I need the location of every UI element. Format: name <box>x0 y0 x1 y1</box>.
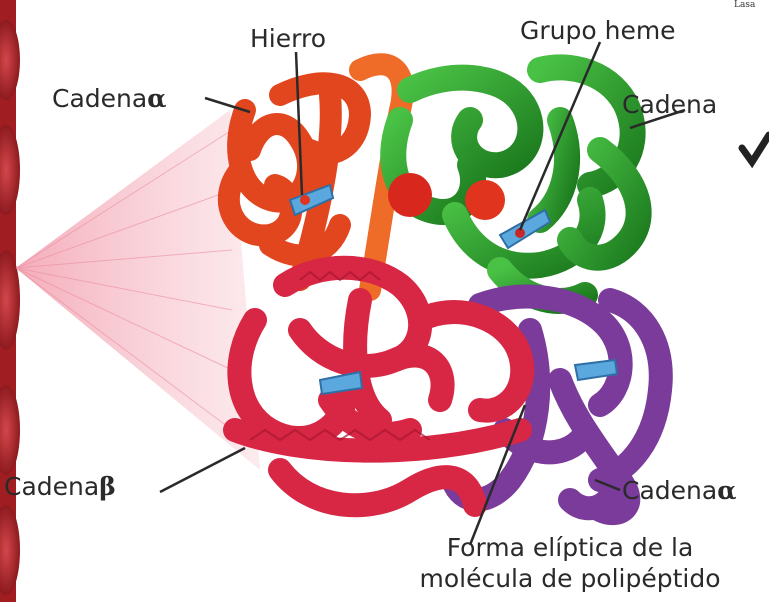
red-pocket-b <box>465 180 505 220</box>
label-cadena-alpha-bottom-text: Cadena <box>622 476 717 505</box>
label-cadena-alpha-top: Cadenaα <box>52 86 166 111</box>
pink-beam <box>16 110 260 470</box>
iron-atom <box>300 195 310 205</box>
dark-stroke <box>742 135 769 162</box>
label-cadena-beta-text: Cadena <box>4 472 99 501</box>
label-hierro: Hierro <box>250 26 326 51</box>
corner-text: Lasa <box>734 0 755 10</box>
label-cadena-right-top: Cadena <box>622 92 717 117</box>
red-blood-cells-background <box>0 0 20 602</box>
caption-line-2: molécula de polipéptido <box>380 563 760 594</box>
label-forma-eliptica: Forma elíptica de la molécula de polipép… <box>380 532 760 594</box>
red-pocket-a <box>388 173 432 217</box>
label-alpha-greek-top: α <box>147 84 166 113</box>
label-cadena-beta: Cadenaβ <box>4 474 116 499</box>
label-cadena-alpha-bottom: Cadenaα <box>622 478 736 503</box>
label-beta-greek: β <box>99 472 116 501</box>
alpha-chain-top <box>229 64 403 290</box>
label-alpha-greek-bottom: α <box>717 476 736 505</box>
label-grupo-heme: Grupo heme <box>520 18 676 43</box>
green-chain <box>393 67 638 301</box>
caption-line-1: Forma elíptica de la <box>380 532 760 563</box>
label-cadena-alpha-top-text: Cadena <box>52 84 147 113</box>
